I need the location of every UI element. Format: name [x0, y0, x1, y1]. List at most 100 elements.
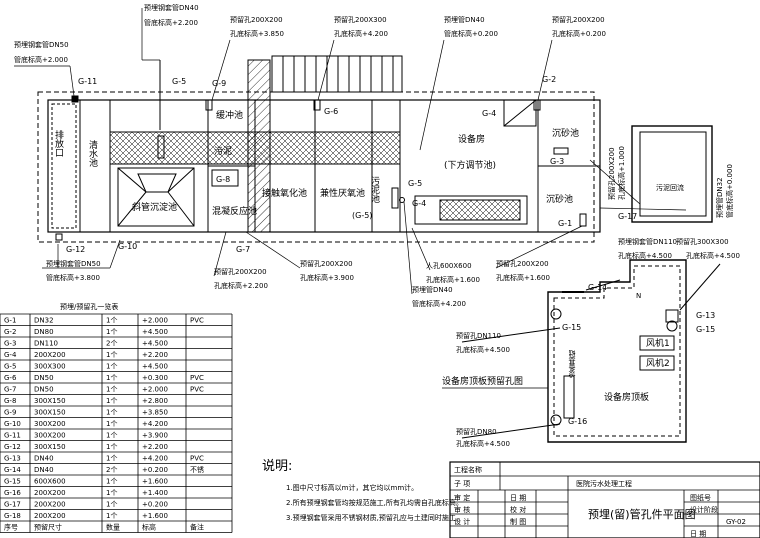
table-cell: G-13 — [4, 455, 21, 463]
notes: 说明: 1.图中尺寸标高以m计，其它均以mm计。 2.所有预埋钢套管均按规范施工… — [262, 459, 463, 522]
callout: 孔底标高+1.600 — [496, 273, 550, 282]
tb-role: 日 期 — [510, 494, 526, 502]
table-cell: G-17 — [4, 501, 21, 509]
table-cell: +2.200 — [142, 351, 168, 359]
table-cell: +4.500 — [142, 328, 168, 336]
tb-role: 审 核 — [454, 505, 470, 514]
callout: 预埋钢套管DN110 — [618, 237, 677, 246]
table-cell: DN32 — [34, 317, 54, 325]
table-cell: PVC — [190, 374, 204, 382]
tag-labels: G-11 G-5 G-9 G-6 G-4 G-2 G-3 G-8 G-5 G-4… — [66, 75, 637, 254]
table-header-cell: 序号 — [4, 523, 18, 532]
tb-role: 校 对 — [510, 505, 526, 514]
label-sludge-tank: 污泥池 — [369, 175, 380, 203]
table-cell: DN40 — [34, 455, 54, 463]
stairs — [271, 55, 403, 93]
table-cell: +2.000 — [142, 317, 168, 325]
label-facultative: 兼性厌氧池 — [320, 187, 365, 199]
label-grit-top: 沉砂池 — [552, 127, 579, 139]
tag-g7: G-7 — [236, 245, 250, 254]
table-cell: G-4 — [4, 351, 17, 359]
table-cell: +1.400 — [142, 489, 168, 497]
tag-g4b: G-4 — [412, 199, 426, 208]
plan-outline — [37, 91, 595, 243]
table-cell: DN50 — [34, 374, 54, 382]
note-line: 2.所有预埋钢套管均按规范施工,所有孔均需自孔底标高。 — [286, 498, 463, 507]
label-roof-plan: 设备房顶板 — [604, 391, 649, 403]
table-cell: 不锈 — [190, 465, 204, 474]
table-cell: G-16 — [4, 489, 21, 497]
table-cell: PVC — [190, 317, 204, 325]
table-cell: +2.000 — [142, 386, 168, 394]
tag-g15a: G-15 — [562, 323, 581, 332]
table-cell: G-5 — [4, 363, 16, 371]
note-line: 3.预埋钢套管采用不锈钢材质,预留孔应与土建同时施工。 — [286, 513, 463, 522]
tb-role: 审 定 — [454, 493, 470, 502]
callout: 预埋钢套管DN50 — [46, 259, 101, 268]
table-cell: 1个 — [106, 501, 117, 509]
label-equipment-room-sub: (下方调节池) — [444, 159, 496, 171]
table-cell: 1个 — [106, 328, 117, 336]
tag-g3: G-3 — [550, 157, 564, 166]
tb-role: 制 图 — [510, 517, 526, 526]
table-cell: +0.200 — [142, 466, 168, 474]
callout: 孔底标高+4.500 — [456, 345, 510, 354]
table-cell: 1个 — [106, 317, 117, 325]
table-cell: PVC — [190, 455, 204, 463]
table-cell: G-6 — [4, 374, 17, 382]
table-cell: +2.800 — [142, 397, 168, 405]
notes-title: 说明: — [262, 459, 292, 474]
hatched-column — [247, 59, 271, 233]
tank-labels: 排放口 清水池 斜管沉淀池 缓冲池 污泥 混凝反应池 接触氧化池 兼性厌氧池 污… — [53, 109, 579, 220]
table-cell: 2个 — [106, 340, 117, 348]
table-cell: G-1 — [4, 317, 16, 325]
tag-g10: G-10 — [118, 242, 137, 251]
note-line: 1.图中尺寸标高以m计，其它均以mm计。 — [286, 483, 418, 492]
label-fan2: 风机2 — [646, 357, 670, 369]
table-cell: 200X200 — [34, 351, 66, 359]
table-cell: 200X200 — [34, 489, 66, 497]
label-grit-bottom: 沉砂池 — [546, 193, 573, 205]
callout: 预留孔200X200 — [607, 147, 616, 200]
tag-g2: G-2 — [542, 75, 556, 84]
callout: 管底标高+2.200 — [144, 18, 198, 27]
tag-g8: G-8 — [216, 175, 230, 184]
table-cell: 300X200 — [34, 420, 66, 428]
label-side-box: 污泥回流 — [656, 183, 684, 192]
table-cell: +4.200 — [142, 455, 168, 463]
table-cell: G-11 — [4, 432, 21, 440]
table-cell: 1个 — [106, 455, 117, 463]
table-cell: +1.600 — [142, 478, 168, 486]
table-cell: 300X150 — [34, 409, 66, 417]
table-cell: DN80 — [34, 328, 54, 336]
tag-g14: G-14 — [588, 283, 607, 292]
callout: 预埋管DN40 — [412, 285, 453, 294]
table-cell: G-7 — [4, 386, 16, 394]
table-cell: DN40 — [34, 466, 54, 474]
table-cell: 300X150 — [34, 443, 66, 451]
table-cell: 1个 — [106, 386, 117, 394]
table-cell: 1个 — [106, 432, 117, 440]
label-clear-water: 清水池 — [87, 139, 98, 167]
tb-item-label: 子 项 — [454, 480, 470, 488]
callout: 管底标高+4.200 — [412, 299, 466, 308]
table-cell: DN50 — [34, 386, 54, 394]
table-cell: +3.850 — [142, 409, 168, 417]
label-sludge-tank-sub: (G-5) — [352, 211, 372, 220]
table-title: 预埋/预留孔一览表 — [60, 302, 118, 311]
callout: 预留孔200X200 — [496, 259, 549, 268]
table-cell: 1个 — [106, 397, 117, 405]
callout: 预留孔200X200 — [300, 259, 353, 268]
tag-g5b: G-5 — [408, 179, 422, 188]
callout: 孔底标高+3.900 — [300, 273, 354, 282]
callout: 预埋钢套管DN40 — [144, 3, 199, 12]
callout: 管底标高+2.000 — [14, 55, 68, 64]
table-cell: 300X300 — [34, 363, 66, 371]
label-equipment-room: 设备房 — [458, 133, 485, 145]
table-cell: 1个 — [106, 478, 117, 486]
roof-plan-labels: G-14 G-15 G-13 G-15 G-16 N 风机1 风机2 设备基础 … — [442, 237, 740, 448]
table-cell: G-10 — [4, 420, 21, 428]
callout: 预留孔200X300 — [334, 15, 387, 24]
table-cell: +4.500 — [142, 340, 168, 348]
